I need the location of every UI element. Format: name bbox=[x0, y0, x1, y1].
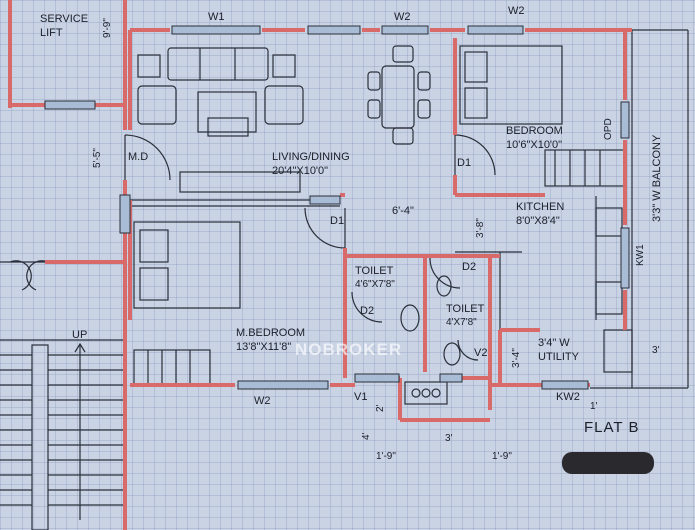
main-door-swing bbox=[124, 134, 171, 181]
plan-title: FLAT B bbox=[584, 419, 640, 436]
service-lift-label: SERVICE LIFT bbox=[40, 13, 89, 39]
service-lift-dimension: 9'-9" bbox=[102, 18, 113, 38]
window-w1-label: W1 bbox=[208, 11, 225, 23]
tv-unit bbox=[179, 171, 301, 193]
bedroom-label: BEDROOM bbox=[506, 125, 563, 137]
opd-label: OPD bbox=[603, 118, 614, 140]
dimension-1-9-right: 1'-9" bbox=[492, 451, 512, 462]
nobroker-watermark: NOBROKER bbox=[295, 340, 403, 359]
toilet-2-dimension: 4'X7'8" bbox=[446, 317, 477, 328]
kitchen-dimension: 8'0"X8'4" bbox=[516, 215, 560, 227]
kitchen-label: KITCHEN bbox=[516, 201, 565, 213]
dimension-4: 4' bbox=[361, 432, 372, 440]
dimension-1: 1' bbox=[590, 401, 598, 412]
kitchen-sink bbox=[595, 207, 623, 237]
dimension-3-8: 3'-8" bbox=[475, 218, 486, 238]
window-w2-label-right: W2 bbox=[508, 5, 525, 17]
master-bedroom-label: M.BEDROOM bbox=[236, 327, 306, 339]
washbasin-1 bbox=[436, 275, 452, 297]
door-d2-label-toilet: D2 bbox=[462, 261, 477, 273]
dimension-5-5: 5'-5" bbox=[92, 148, 103, 168]
door-d1-label-bedroom: D1 bbox=[457, 157, 472, 169]
door-d2-label-mbed: D2 bbox=[360, 305, 375, 317]
staircase bbox=[0, 339, 125, 530]
dimension-2: 2' bbox=[375, 404, 386, 412]
wc-1 bbox=[400, 304, 420, 332]
utility-label: 3'4" W UTILITY bbox=[538, 337, 579, 363]
name-plate-smudge bbox=[562, 452, 654, 474]
balcony-label: 3'3" W BALCONY bbox=[651, 134, 663, 222]
kitchen-window-kw1-label: KW1 bbox=[635, 244, 646, 266]
window-w2-label-bottom: W2 bbox=[254, 395, 271, 407]
master-wardrobe bbox=[133, 349, 211, 387]
stair-up-label: UP bbox=[72, 329, 88, 341]
mbed-door-swing bbox=[304, 207, 346, 249]
master-bedroom-dimension: 13'8"X11'8" bbox=[236, 341, 292, 353]
stove bbox=[595, 281, 623, 315]
master-bed bbox=[133, 221, 241, 309]
wash-counter bbox=[404, 381, 448, 405]
windows bbox=[44, 25, 630, 390]
dimension-3-bottom: 3' bbox=[445, 433, 453, 444]
toilet-1-dimension: 4'6"X7'8" bbox=[355, 279, 395, 290]
utility-sink bbox=[603, 329, 633, 373]
sofa-set bbox=[137, 47, 304, 137]
wc-2 bbox=[443, 342, 461, 366]
door-d1-label-mbed: D1 bbox=[330, 215, 345, 227]
dining-table bbox=[367, 45, 431, 145]
dimension-3-4: 3'-4" bbox=[511, 348, 522, 368]
bedroom-door-swing bbox=[454, 134, 496, 176]
main-door-label: M.D bbox=[128, 151, 149, 163]
ventilator-v1-label: V1 bbox=[354, 391, 368, 403]
ventilator-v2-label: V2 bbox=[474, 347, 488, 359]
living-dining-dimension: 20'4"X10'0" bbox=[272, 165, 329, 177]
bedroom-dimension: 10'6"X10'0" bbox=[506, 139, 563, 151]
window-w2-label-top: W2 bbox=[394, 11, 411, 23]
walls bbox=[8, 0, 632, 530]
kitchen-window-kw2-label: KW2 bbox=[556, 391, 580, 403]
toilet-2-label: TOILET bbox=[446, 303, 485, 315]
dimension-1-9-left: 1'-9" bbox=[376, 451, 396, 462]
toilet-1-label: TOILET bbox=[355, 265, 394, 277]
living-dining-label: LIVING/DINING bbox=[272, 151, 350, 163]
bed bbox=[459, 45, 563, 125]
dimension-6-4: 6'-4" bbox=[392, 205, 414, 217]
dimension-3-right: 3' bbox=[652, 345, 660, 356]
